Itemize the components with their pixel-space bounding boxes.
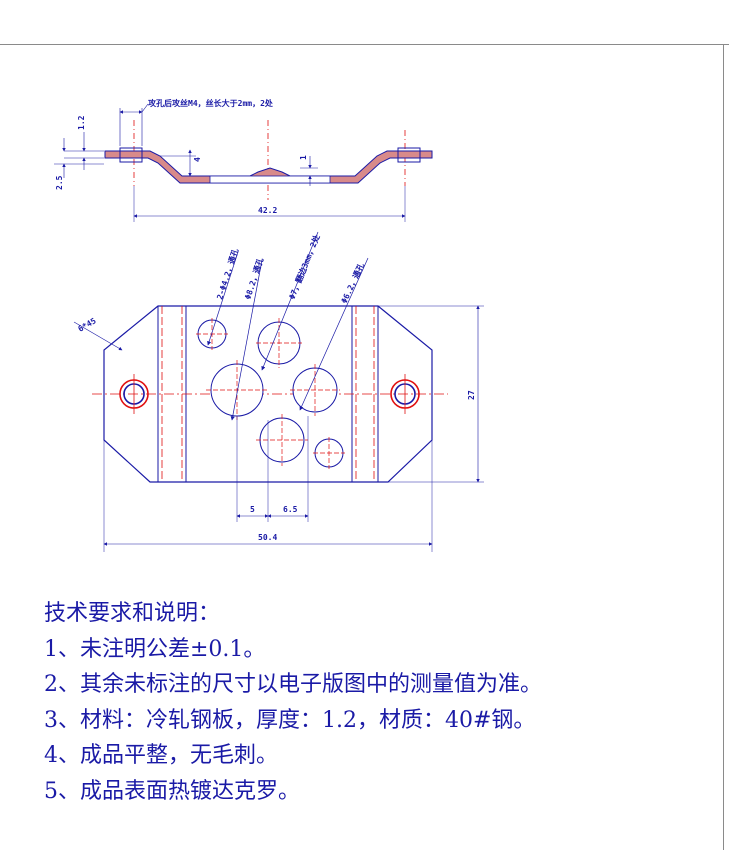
side-length-dim: 42.2	[258, 206, 277, 215]
right-flange	[397, 147, 421, 163]
top-callout-text: 攻孔后攻丝M4，丝长大于2mm，2处	[148, 98, 274, 108]
note-item: 3、材料：冷轧钢板，厚度：1.2，材质：40#钢。	[44, 707, 536, 733]
callout-hole-6-2: Φ6.2，通孔	[339, 261, 366, 304]
bump-dim: 1	[299, 155, 308, 160]
plan-view: 2-Φ4.2，通孔 Φ8.2，通孔 Φ7，翻边3mm，2处 Φ6.2，通孔 6*…	[73, 231, 484, 552]
engineering-drawing: 攻孔后攻丝M4，丝长大于2mm，2处 1.2 2.5 4 1 42.2	[54, 98, 484, 552]
callout-hole-7: Φ7，翻边3mm，2处	[287, 232, 322, 301]
height-dim: 27	[467, 390, 476, 400]
callout-2-holes: 2-Φ4.2，通孔	[214, 247, 240, 300]
dim-5: 5	[250, 505, 255, 514]
depth-dim: 4	[193, 157, 202, 162]
width-dim: 50.4	[258, 533, 277, 542]
technical-notes: 技术要求和说明： 1、未注明公差±0.1。 2、其余未标注的尺寸以电子版图中的测…	[44, 596, 714, 809]
thickness-dim: 1.2	[77, 115, 86, 130]
left-flange	[119, 147, 143, 163]
frame-border-top	[0, 44, 729, 45]
frame-border-right	[723, 44, 724, 850]
section-web	[209, 175, 331, 184]
corner-chamfer-dim: 6*45	[77, 316, 98, 334]
notes-heading: 技术要求和说明：	[44, 601, 221, 626]
note-item: 1、未注明公差±0.1。	[44, 636, 266, 662]
callout-hole-8-2: Φ8.2，通孔	[242, 256, 265, 300]
side-section-view: 攻孔后攻丝M4，丝长大于2mm，2处 1.2 2.5 4 1 42.2	[54, 98, 433, 222]
note-item: 4、成品平整，无毛刺。	[44, 743, 278, 768]
flange-height-dim: 2.5	[55, 175, 64, 190]
note-item: 2、其余未标注的尺寸以电子版图中的测量值为准。	[44, 672, 542, 697]
note-item: 5、成品表面热镀达克罗。	[44, 778, 300, 804]
dim-6-5: 6.5	[283, 505, 298, 514]
